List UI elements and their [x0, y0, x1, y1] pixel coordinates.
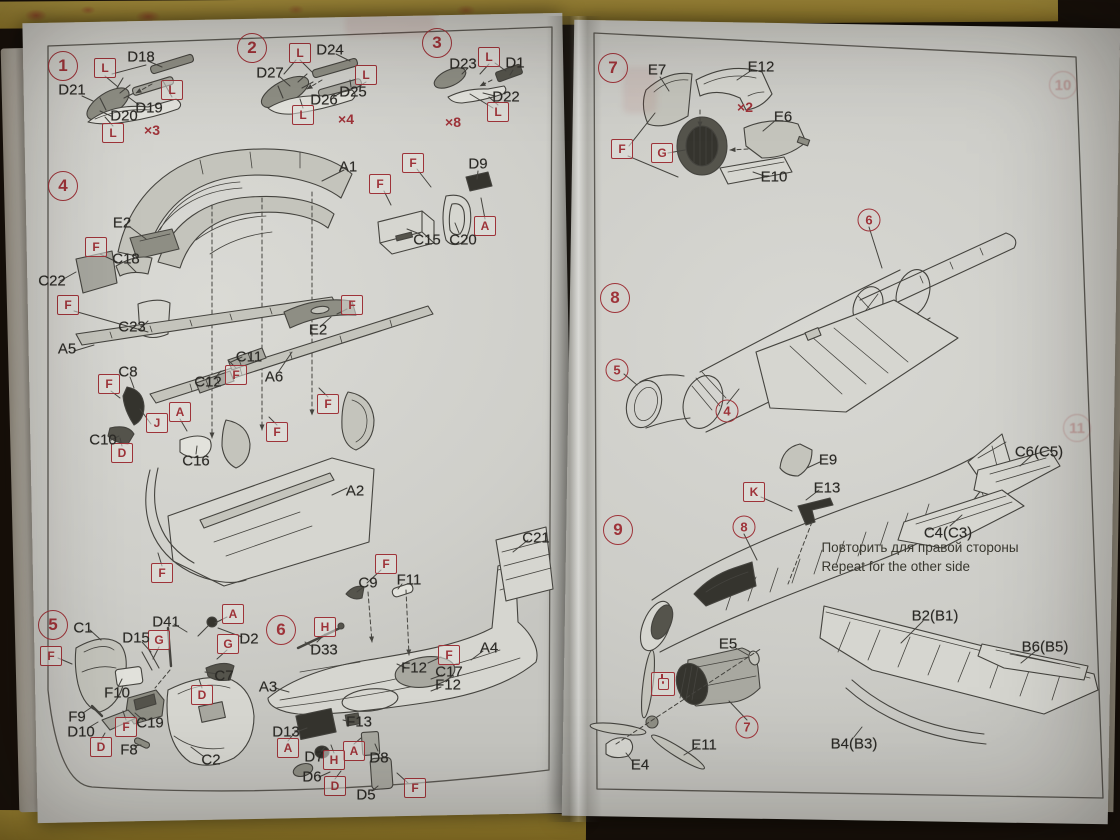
right-page [561, 19, 1120, 825]
left-page [22, 12, 578, 824]
